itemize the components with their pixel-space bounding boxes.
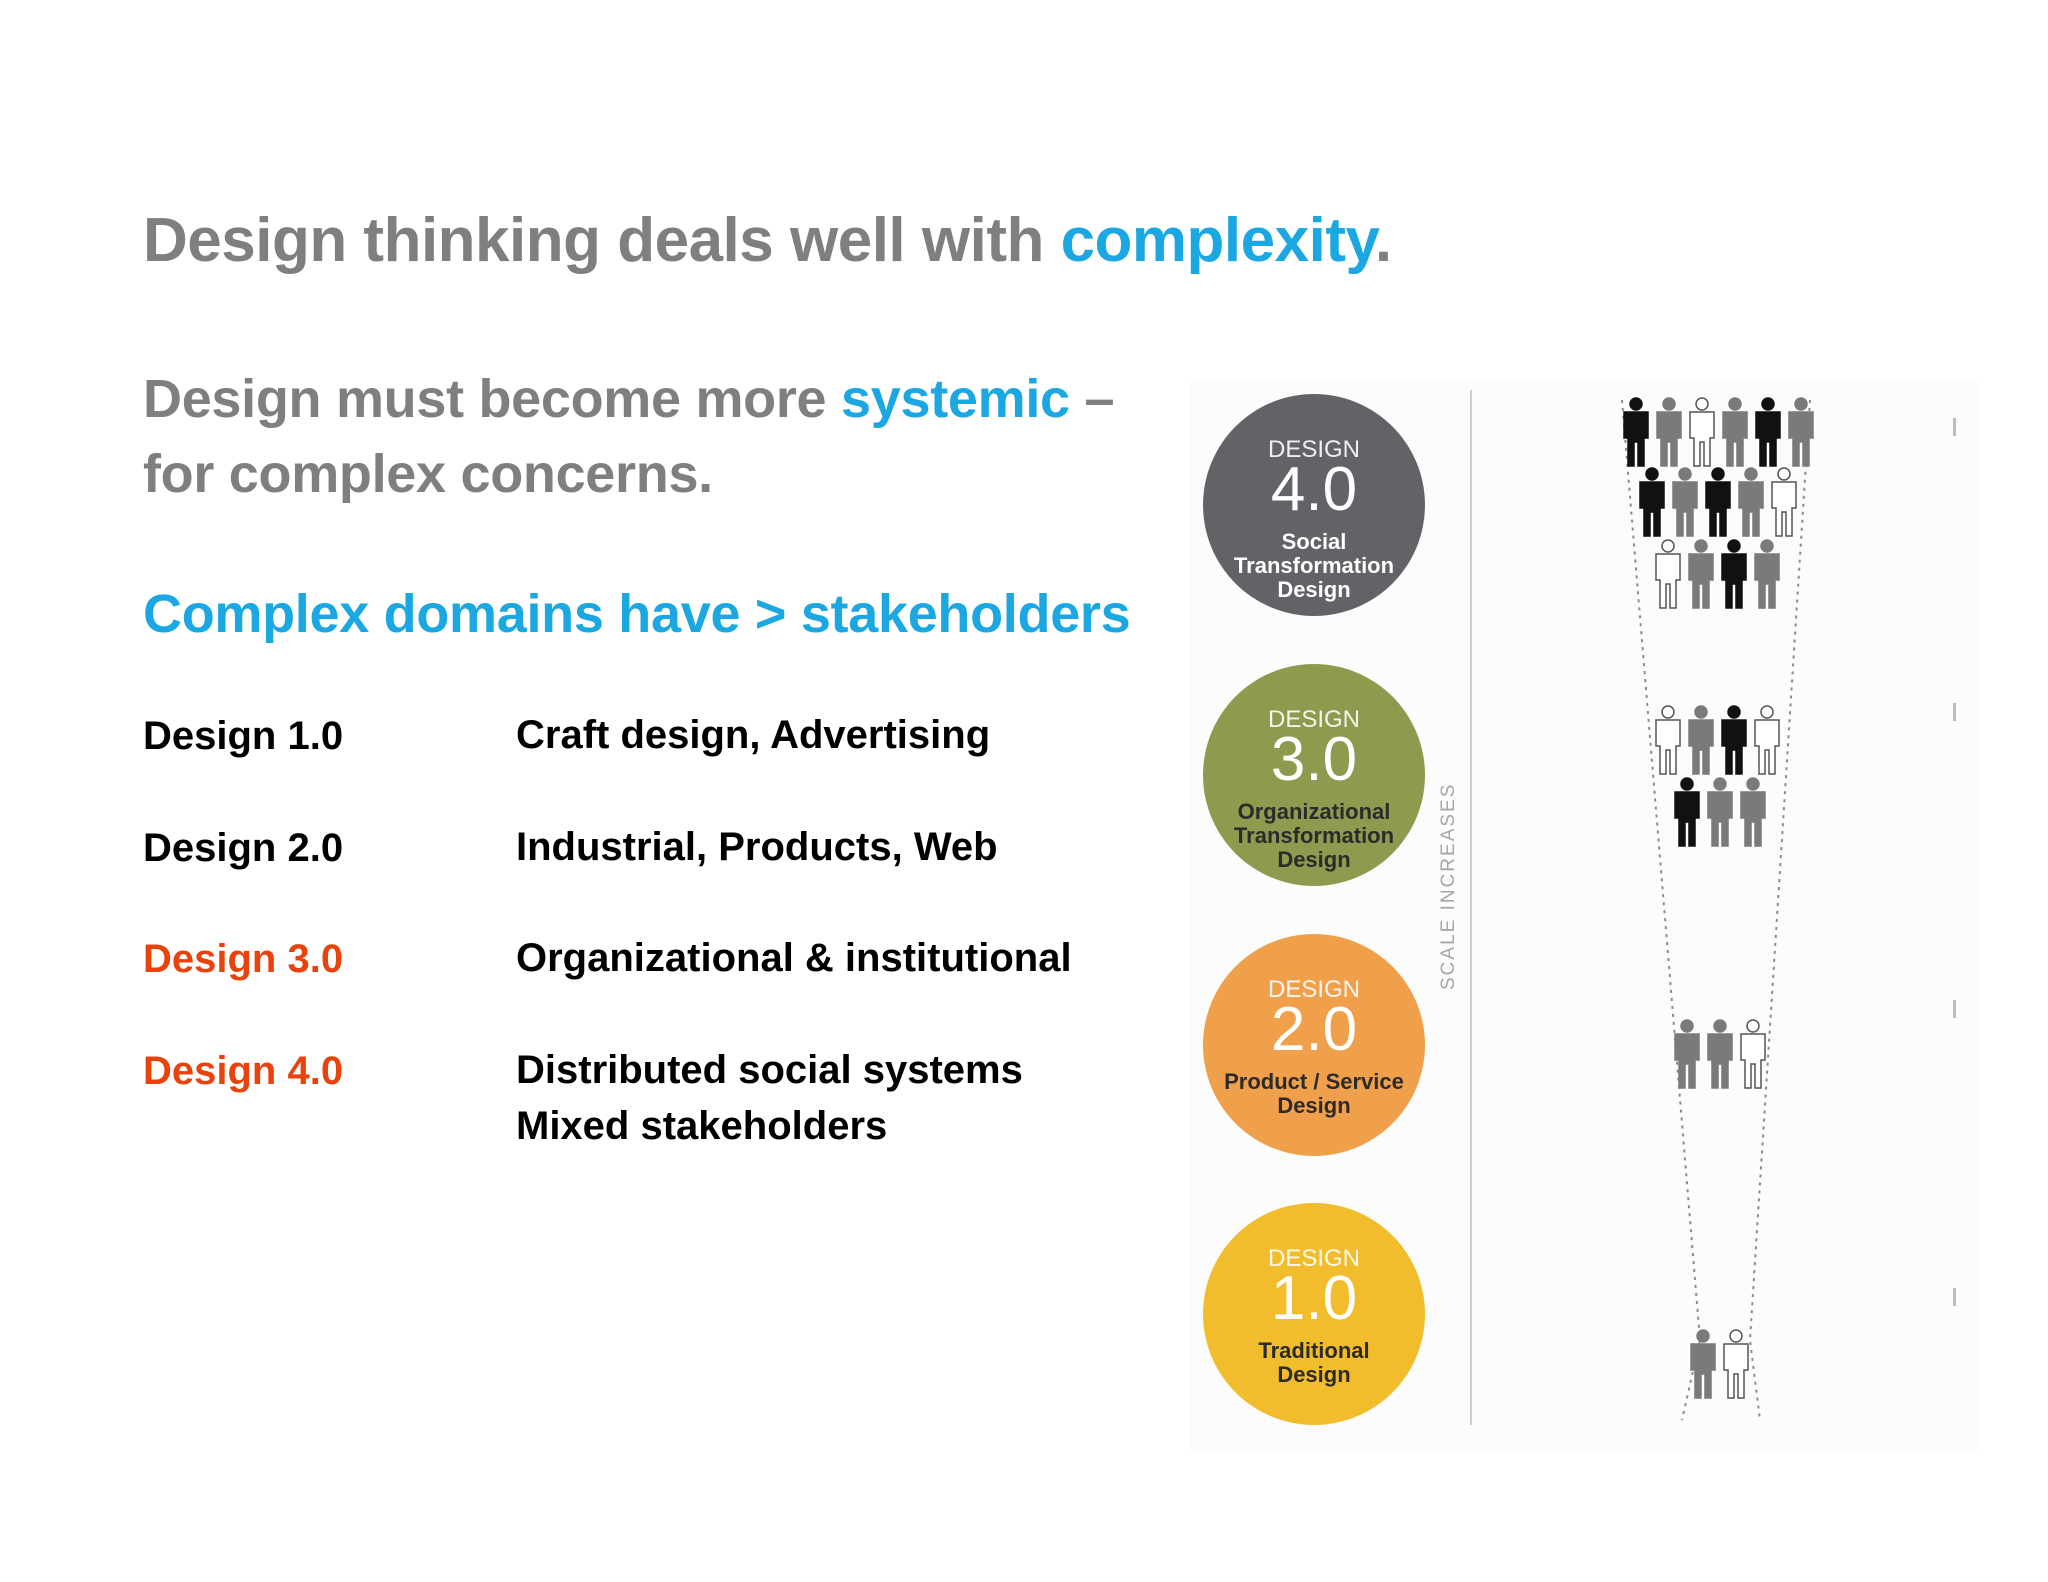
row-label-design-2: Design 2.0 — [143, 826, 344, 870]
design-4-circle: DESIGN 4.0 Social Transformation Design — [1203, 394, 1425, 616]
stakeholder-person-icon — [1740, 777, 1766, 847]
circle-3-caption-line: Design — [1277, 847, 1351, 872]
stakeholder-person-icon — [1655, 539, 1681, 609]
subtitle-accent: systemic — [841, 369, 1070, 429]
stakeholder-person-icon — [1754, 705, 1780, 775]
circle-2-caption-line: Product / Service — [1224, 1069, 1404, 1094]
circle-2-caption: Product / Service Design — [1211, 1070, 1417, 1118]
circle-4-caption-line: Transformation — [1233, 553, 1395, 578]
row-desc-design-4-line-1: Distributed social systems — [516, 1048, 1023, 1092]
circle-1-number: 1.0 — [1270, 1264, 1358, 1333]
stakeholder-person-icon — [1754, 539, 1780, 609]
circle-4-caption-line: Design — [1277, 577, 1351, 602]
stakeholder-person-icon — [1788, 397, 1814, 467]
row-label-design-4: Design 4.0 — [143, 1049, 344, 1093]
people-layer — [1623, 397, 1814, 1399]
row-label-design-3: Design 3.0 — [143, 937, 344, 981]
level-tick — [1953, 418, 1956, 436]
stakeholder-person-icon — [1722, 397, 1748, 467]
circle-1-caption-line: Traditional — [1258, 1338, 1370, 1363]
row-desc-design-4: Distributed social systems Mixed stakeho… — [516, 1042, 1023, 1154]
stakeholder-person-icon — [1674, 1019, 1700, 1089]
circle-3-label: DESIGN — [1267, 706, 1360, 733]
funnel-right-edge — [1748, 399, 1811, 1421]
slide-subtitle: Design must become more systemic – for c… — [143, 362, 1115, 512]
design-1-circle: DESIGN 1.0 Traditional Design — [1203, 1203, 1425, 1425]
stakeholder-person-icon — [1689, 397, 1715, 467]
stakeholder-person-icon — [1656, 397, 1682, 467]
title-prefix: Design thinking deals well with — [143, 206, 1061, 275]
row-desc-design-2: Industrial, Products, Web — [516, 825, 998, 869]
stakeholder-person-icon — [1738, 467, 1764, 537]
circle-3-number: 3.0 — [1270, 725, 1358, 794]
row-desc-design-3: Organizational & institutional — [516, 936, 1072, 980]
level-tick — [1953, 1000, 1956, 1018]
circle-4-number: 4.0 — [1270, 455, 1358, 524]
circle-1-caption-line: Design — [1277, 1362, 1351, 1387]
level-tick — [1953, 1288, 1956, 1306]
stakeholder-person-icon — [1705, 467, 1731, 537]
circle-2-number: 2.0 — [1270, 995, 1358, 1064]
circle-2-label: DESIGN — [1267, 976, 1360, 1003]
subtitle-line-1: Design must become more systemic – — [143, 362, 1115, 437]
stakeholder-person-icon — [1688, 705, 1714, 775]
design-3-circle: DESIGN 3.0 Organizational Transformation… — [1203, 664, 1425, 886]
level-tick — [1953, 703, 1956, 721]
title-accent: complexity — [1060, 206, 1376, 275]
stakeholder-person-icon — [1690, 1329, 1716, 1399]
stakeholder-person-icon — [1771, 467, 1797, 537]
subtitle-prefix: Design must become more — [143, 369, 841, 429]
stakeholder-person-icon — [1688, 539, 1714, 609]
subtitle-line-2: for complex concerns. — [143, 444, 713, 504]
stakeholder-person-icon — [1740, 1019, 1766, 1089]
scale-label: SCALE INCREASES — [1438, 782, 1459, 990]
row-desc-design-1: Craft design, Advertising — [516, 713, 991, 757]
slide-title: Design thinking deals well with complexi… — [143, 205, 1392, 276]
circle-4-caption: Social Transformation Design — [1211, 530, 1417, 602]
subtitle-suffix: – — [1069, 369, 1115, 429]
stakeholder-person-icon — [1721, 539, 1747, 609]
stakeholder-person-icon — [1707, 777, 1733, 847]
circle-3-caption: Organizational Transformation Design — [1211, 800, 1417, 872]
title-suffix: . — [1374, 206, 1392, 275]
circle-4-label: DESIGN — [1267, 436, 1360, 463]
stakeholder-person-icon — [1655, 705, 1681, 775]
scale-axis-line — [1470, 390, 1472, 1425]
stakeholder-person-icon — [1674, 777, 1700, 847]
funnel-left-edge — [1621, 399, 1702, 1421]
stakeholder-person-icon — [1623, 397, 1649, 467]
stakeholder-funnel — [1621, 397, 1814, 1421]
stakeholder-person-icon — [1755, 397, 1781, 467]
stakeholder-person-icon — [1672, 467, 1698, 537]
stakeholder-person-icon — [1721, 705, 1747, 775]
row-desc-design-4-line-2: Mixed stakeholders — [516, 1104, 888, 1148]
circle-1-caption: Traditional Design — [1211, 1339, 1417, 1387]
section-heading: Complex domains have > stakeholders — [143, 584, 1131, 644]
circle-1-label: DESIGN — [1267, 1245, 1360, 1272]
circle-4-caption-line: Social — [1281, 529, 1347, 554]
circle-3-caption-line: Transformation — [1233, 823, 1395, 848]
row-label-design-1: Design 1.0 — [143, 714, 344, 758]
stakeholder-person-icon — [1639, 467, 1665, 537]
stakeholder-person-icon — [1707, 1019, 1733, 1089]
design-2-circle: DESIGN 2.0 Product / Service Design — [1203, 934, 1425, 1156]
circle-3-caption-line: Organizational — [1237, 799, 1391, 824]
stakeholder-person-icon — [1723, 1329, 1749, 1399]
circle-2-caption-line: Design — [1277, 1093, 1351, 1118]
